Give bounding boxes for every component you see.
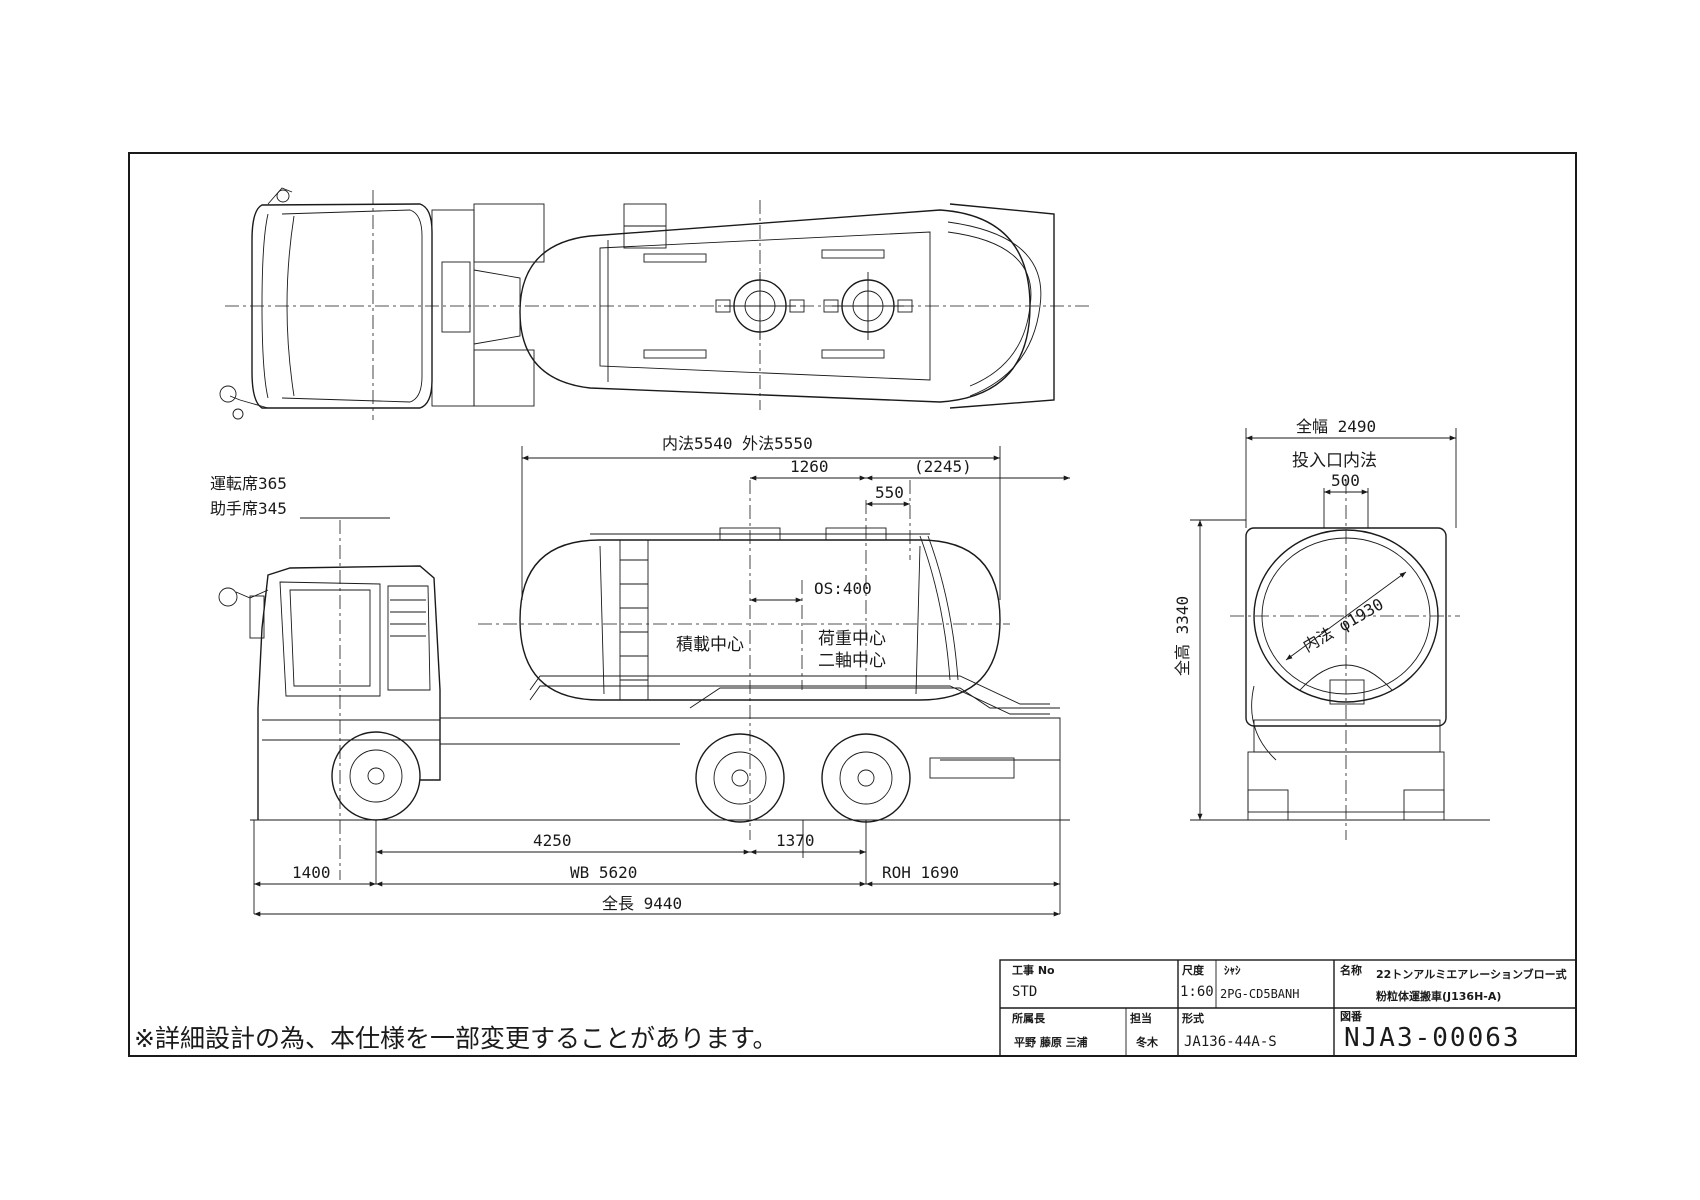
plan-cab [251, 203, 433, 409]
tb-scale: 1:60 [1180, 984, 1214, 1000]
tb-model-label: 形式 [1182, 1011, 1204, 1025]
seat-driver: 運転席365 [210, 474, 287, 493]
dim-1260: 1260 [790, 457, 829, 476]
dim-4250: 4250 [533, 831, 572, 850]
plan-hatch-front [715, 272, 805, 340]
front-wheel [331, 731, 421, 821]
rear-inlet: 500 [1331, 471, 1360, 490]
label-cargo-center: 荷重中心 [818, 629, 886, 649]
tb-name-line1: 22トンアルミエアレーションブロー式 [1376, 967, 1567, 981]
tb-job-no: STD [1012, 984, 1037, 1000]
tb-drawing-no: NJA3-00063 [1344, 1023, 1521, 1053]
title-block: 工事 No STD 尺度 1:60 ｼｬｼ 2PG-CD5BANH 名称 22ト… [999, 959, 1577, 1057]
tb-dept: 平野 藤原 三浦 [1014, 1035, 1088, 1049]
sheet-border [128, 152, 1577, 1057]
tb-job-no-label: 工事 No [1012, 963, 1055, 977]
dim-tank-length: 内法5540 外法5550 [662, 434, 813, 453]
label-load-center: 積載中心 [676, 635, 744, 655]
tb-model: JA136-44A-S [1184, 1034, 1277, 1050]
plan-hatch-rear [823, 272, 913, 340]
dim-overall-length: 全長 9440 [602, 894, 682, 913]
dim-550: 550 [875, 483, 904, 502]
tb-scale-label: 尺度 [1182, 963, 1205, 977]
dim-os: OS:400 [814, 579, 872, 598]
seat-assistant: 助手席345 [210, 499, 287, 518]
side-view: 内法5540 外法5550 1260 (2245) 550 OS:400 運転席… [210, 434, 1070, 917]
tb-dept-label: 所属長 [1012, 1011, 1046, 1025]
rear-width: 全幅 2490 [1296, 417, 1376, 436]
tb-name-label: 名称 [1340, 963, 1362, 977]
tb-chassis: 2PG-CD5BANH [1220, 987, 1299, 1001]
rear-wheel-2 [821, 733, 911, 823]
spec-note: ※詳細設計の為、本仕様を一部変更することがあります。 [134, 1024, 777, 1053]
rear-inlet-title: 投入口内法 [1292, 451, 1377, 471]
side-cab [257, 565, 441, 820]
side-tank [519, 539, 1001, 701]
rear-wheel-1 [695, 733, 785, 823]
dim-1370: 1370 [776, 831, 815, 850]
tb-chassis-label: ｼｬｼ [1224, 964, 1241, 977]
dim-wheelbase: WB 5620 [570, 863, 637, 882]
label-axle-center: 二軸中心 [818, 651, 886, 671]
tb-charge-label: 担当 [1130, 1011, 1152, 1025]
plan-tank [519, 209, 1031, 403]
dim-2245: (2245) [914, 457, 972, 476]
rear-diameter: 内法 φ1930 [1299, 594, 1386, 655]
rear-view: 全幅 2490 投入口内法 500 内法 φ1930 全高 3340 [1173, 417, 1490, 840]
tb-drawing-label: 図番 [1340, 1009, 1363, 1023]
rear-height: 全高 3340 [1173, 596, 1192, 676]
tb-name-line2: 粉粒体運搬車(J136H-A) [1376, 989, 1501, 1003]
dim-rear-overhang: ROH 1690 [882, 863, 959, 882]
dim-front-overhang: 1400 [292, 863, 331, 882]
plan-view [219, 187, 1090, 420]
tb-charge: 冬木 [1136, 1035, 1159, 1049]
